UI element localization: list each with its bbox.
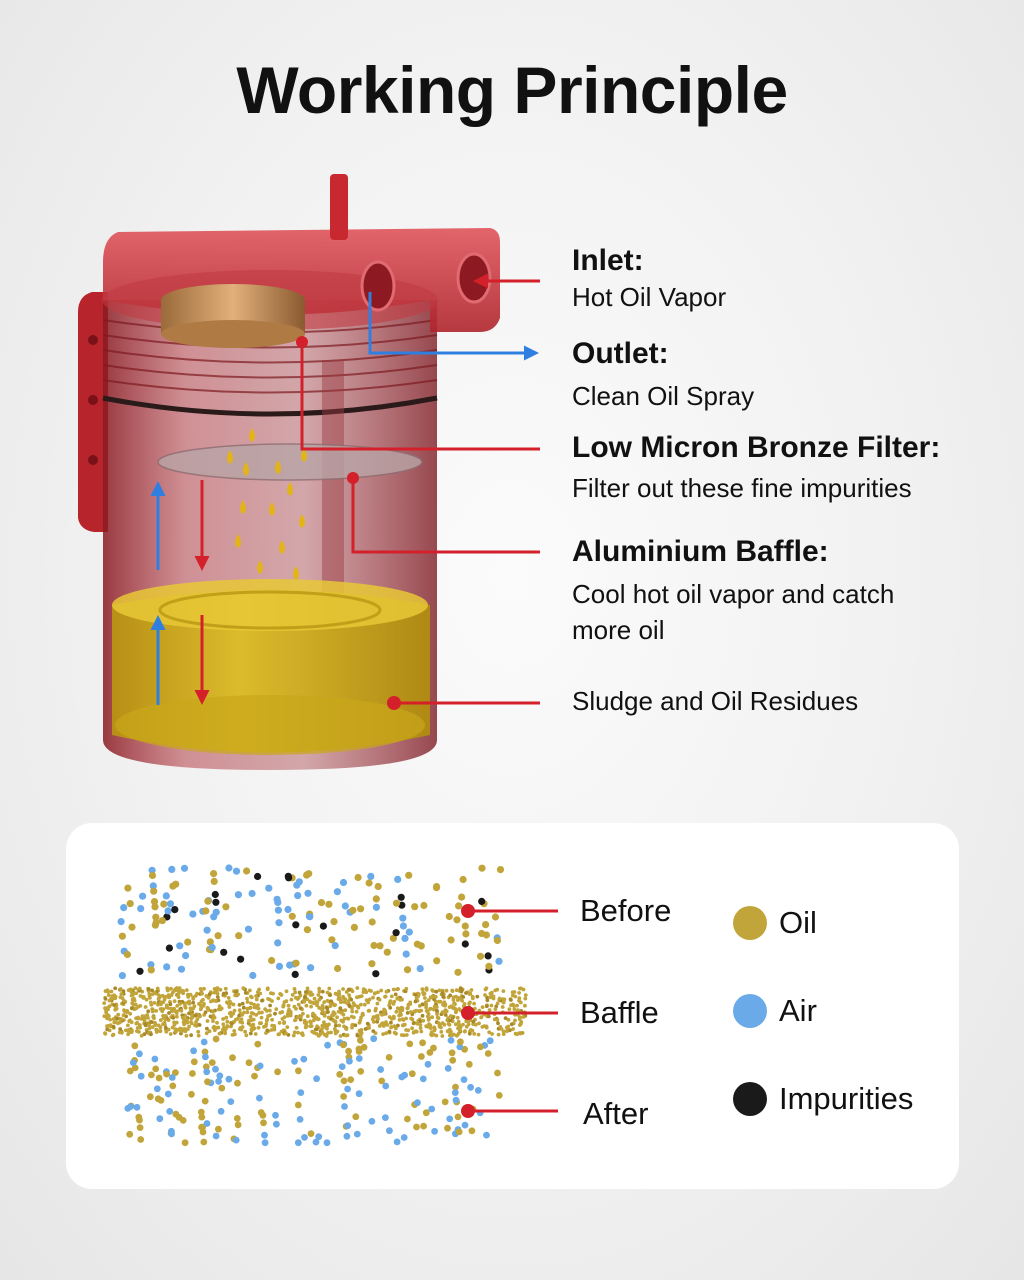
- legend-air: Air: [733, 993, 817, 1029]
- row-label-after: After: [583, 1096, 649, 1131]
- legend-oil-label: Oil: [779, 905, 817, 940]
- particle-field: [102, 864, 558, 1147]
- outlet-callout: Outlet: Clean Oil Spray: [572, 336, 754, 414]
- outlet-leader: [368, 292, 539, 361]
- sludge-callout: Sludge and Oil Residues: [572, 683, 858, 719]
- particle-comparison-panel: Before Baffle After Oil Air Impurities: [66, 823, 959, 1189]
- inlet-port: [456, 252, 492, 304]
- oil-droplets: [227, 428, 307, 580]
- baffle-description-line2: more oil: [572, 615, 665, 645]
- filter-leader: [296, 336, 540, 451]
- filter-callout: Low Micron Bronze Filter: Filter out the…: [572, 430, 940, 506]
- inlet-heading: Inlet:: [572, 244, 644, 277]
- mounting-bracket: [78, 292, 108, 532]
- sludge-description: Sludge and Oil Residues: [572, 686, 859, 716]
- filter-heading: Low Micron Bronze Filter:: [572, 431, 941, 464]
- inlet-description: Hot Oil Vapor: [572, 282, 727, 312]
- baffle-heading: Aluminium Baffle:: [572, 535, 829, 568]
- inlet-callout: Inlet: Hot Oil Vapor: [572, 243, 726, 315]
- air-swatch: [733, 994, 767, 1028]
- aluminium-baffle-plate: [157, 443, 423, 481]
- outlet-heading: Outlet:: [572, 337, 669, 370]
- outlet-description: Clean Oil Spray: [572, 381, 755, 411]
- drain-pin: [330, 174, 348, 240]
- particles: [102, 864, 528, 1147]
- legend-impurities: Impurities: [733, 1081, 913, 1117]
- baffle-description-line1: Cool hot oil vapor and catch: [572, 579, 895, 609]
- legend-air-label: Air: [779, 993, 817, 1028]
- baffle-callout: Aluminium Baffle: Cool hot oil vapor and…: [572, 534, 894, 648]
- page-title: Working Principle: [236, 53, 788, 127]
- impurities-swatch: [733, 1082, 767, 1116]
- legend-impurities-label: Impurities: [779, 1081, 914, 1116]
- oil-swatch: [733, 906, 767, 940]
- filter-description: Filter out these fine impurities: [572, 473, 912, 503]
- oil-reservoir: [112, 579, 430, 755]
- sludge-leader: [387, 696, 540, 710]
- canister-cap: [102, 174, 500, 348]
- row-leaders: [461, 904, 558, 1118]
- row-label-baffle: Baffle: [580, 995, 659, 1030]
- row-label-before: Before: [580, 893, 672, 928]
- catch-can-illustration: [78, 174, 540, 770]
- baffle-leader: [347, 472, 540, 554]
- legend-oil: Oil: [733, 905, 817, 941]
- flow-arrows: [150, 480, 210, 705]
- outlet-port: [360, 260, 396, 312]
